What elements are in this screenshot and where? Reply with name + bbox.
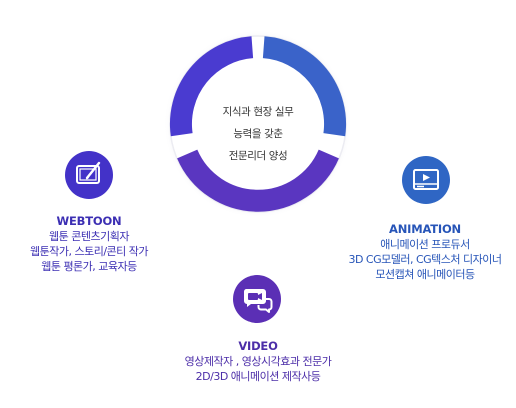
center-line-1: 지식과 현장 실무 [222,106,294,118]
ring-segment-violet [170,36,254,137]
ring-inner-disc [194,60,322,188]
tablet-pen-icon [65,151,113,199]
center-line-3: 전문리더 양성 [228,150,288,162]
ring-segment-purple [177,149,339,212]
chat-camera-icon [233,275,281,323]
ring-segment-blue [262,36,346,137]
video-line-2: 2D/3D 애니메이션 제작사등 [195,370,321,383]
webtoon-line-1: 웹툰 콘텐츠기획자 [49,230,129,243]
webtoon-line-3: 웹툰 평론가, 교육자등 [41,260,137,273]
video-title: VIDEO [238,339,278,353]
animation-line-1: 애니메이션 프로듀서 [380,238,470,251]
center-line-2: 능력을 갖춘 [233,128,283,140]
center-slogan: 지식과 현장 실무 능력을 갖춘 전문리더 양성 [206,101,310,167]
animation-line-2: 3D CG모델러, CG텍스처 디자이너 [348,253,502,266]
video-line-1: 영상제작자 , 영상시각효과 전문가 [184,355,332,368]
video-player-icon [402,156,450,204]
animation-block: ANIMATION 애니메이션 프로듀서 3D CG모델러, CG텍스처 디자이… [330,222,516,282]
webtoon-line-2: 웹툰작가, 스토리/콘티 작가 [29,245,149,258]
webtoon-block: WEBTOON 웹툰 콘텐츠기획자 웹툰작가, 스토리/콘티 작가 웹툰 평론가… [17,214,161,274]
animation-title: ANIMATION [389,222,461,236]
webtoon-title: WEBTOON [56,214,122,228]
animation-line-3: 모션캡쳐 애니메이터등 [375,268,475,281]
video-block: VIDEO 영상제작자 , 영상시각효과 전문가 2D/3D 애니메이션 제작사… [150,339,366,384]
